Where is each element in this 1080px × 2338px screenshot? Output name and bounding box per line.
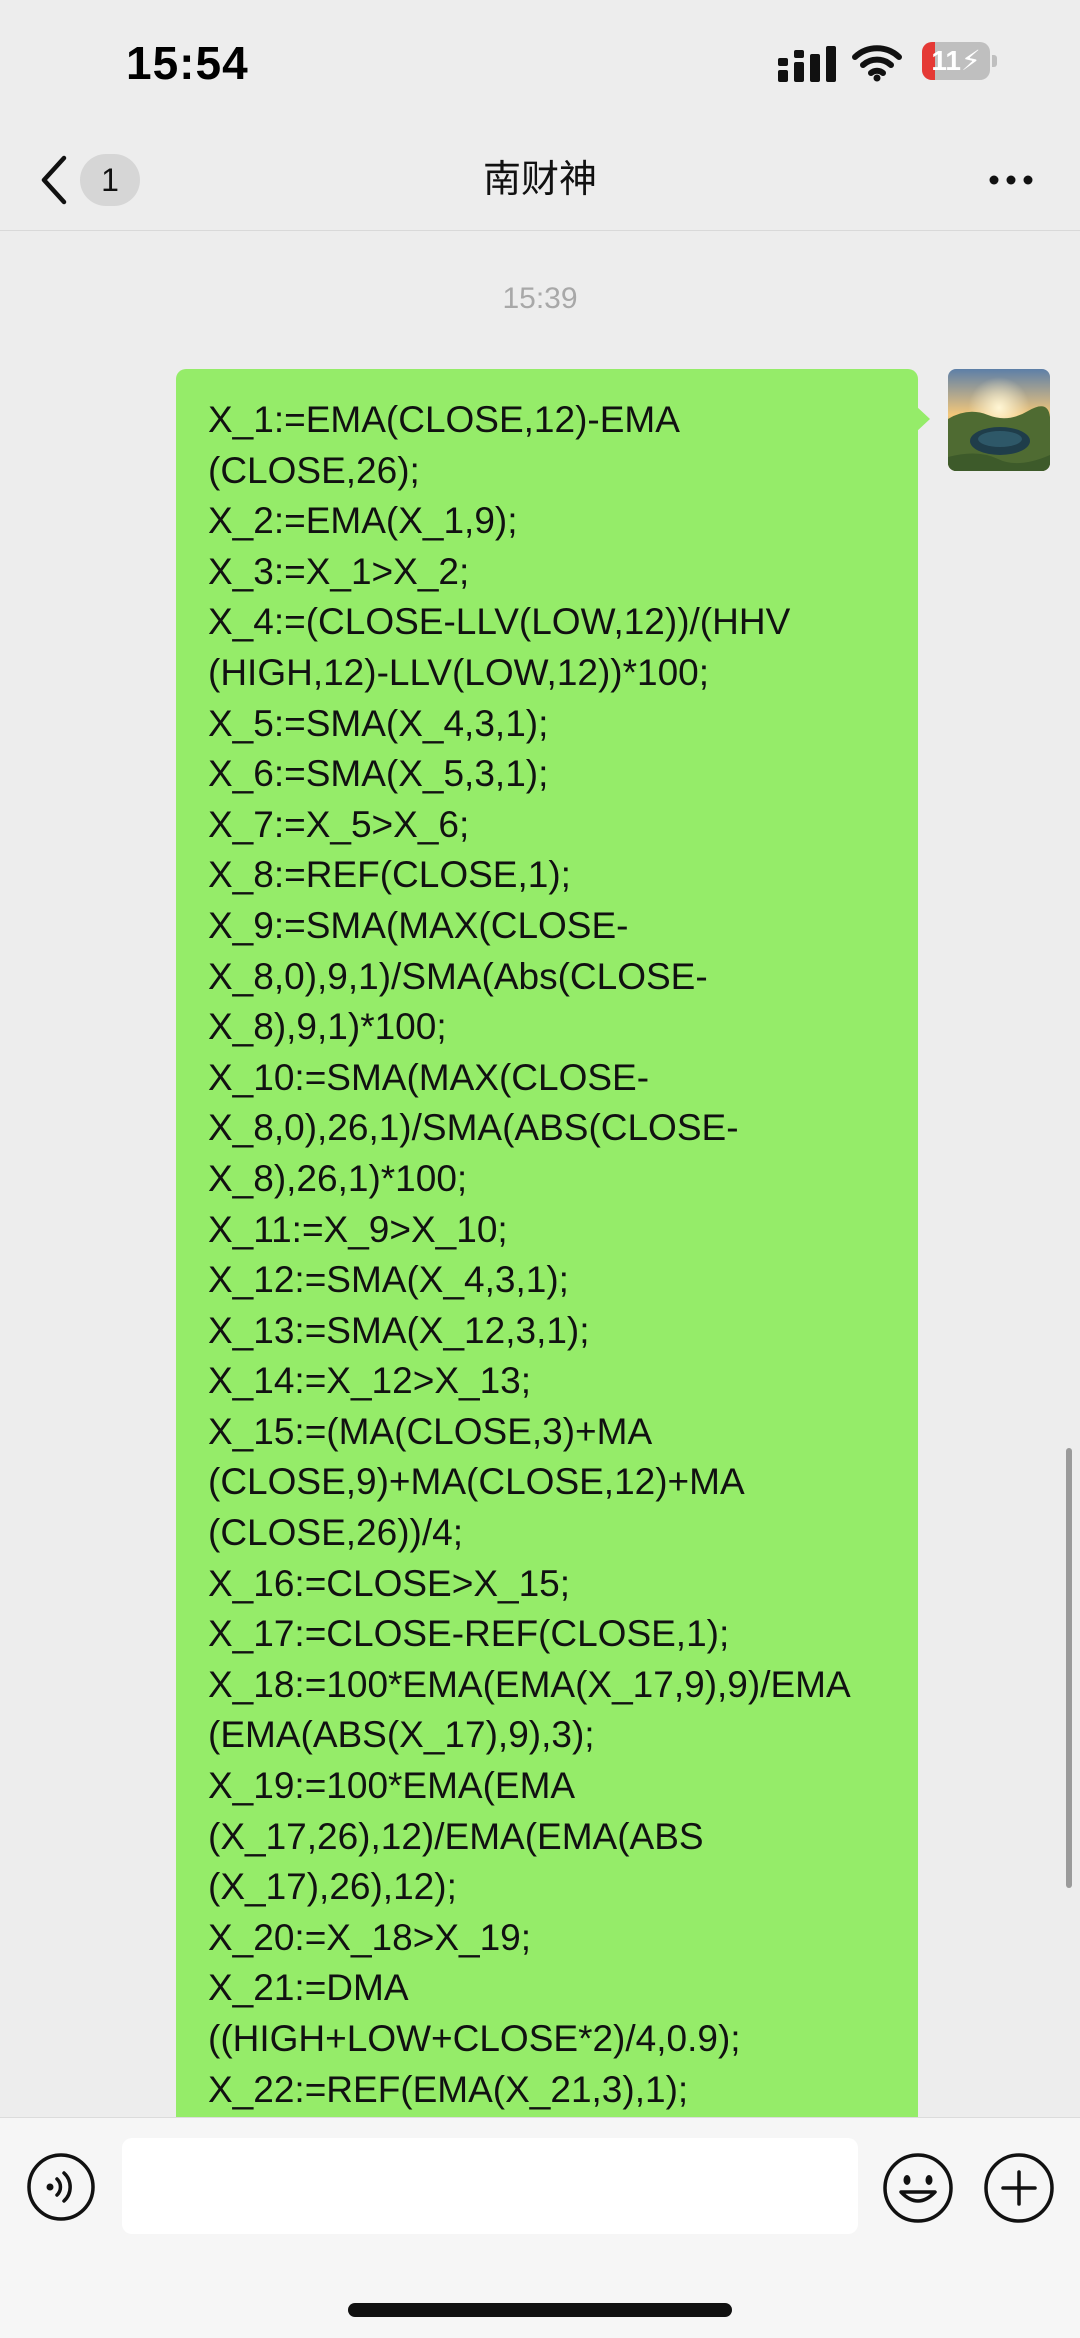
input-bar	[0, 2117, 1080, 2338]
code-line: X_8:=REF(CLOSE,1);	[208, 854, 571, 896]
wifi-icon	[852, 45, 902, 82]
battery-fill	[922, 42, 936, 80]
battery-level-text: 11	[931, 45, 961, 76]
back-button[interactable]	[34, 152, 74, 208]
status-time: 15:54	[126, 37, 249, 89]
battery-cap	[992, 55, 997, 67]
emoji-icon	[883, 2153, 953, 2223]
more-button[interactable]	[988, 160, 1034, 200]
code-line: X_1:=EMA(CLOSE,12)-EMA	[208, 399, 680, 440]
code-line: X_4:=(CLOSE-LLV(LOW,12))/(HHV	[208, 601, 791, 643]
code-line: (EMA(ABS(X_17),9),3);	[208, 1714, 595, 1756]
chat-title: 南财神	[482, 159, 597, 201]
code-line: X_18:=100*EMA(EMA(X_17,9),9)/EMA	[208, 1663, 851, 1705]
code-line: X_8,0),26,1)/SMA(ABS(CLOSE-	[208, 1107, 739, 1149]
plus-button[interactable]	[983, 2152, 1055, 2224]
code-line: X_22:=REF(EMA(X_21,3),1);	[208, 2068, 689, 2110]
code-line: (CLOSE,26);	[208, 449, 420, 491]
code-line: X_13:=SMA(X_12,3,1);	[208, 1309, 590, 1351]
charging-bolt-icon: ⚡	[960, 45, 981, 76]
code-line: X_14:=X_12>X_13;	[208, 1360, 532, 1402]
battery-icon: 11⚡	[922, 42, 998, 82]
code-line: X_8,0),9,1)/SMA(Abs(CLOSE-	[208, 955, 708, 997]
voice-icon	[27, 2153, 95, 2221]
code-line: X_8),26,1)*100;	[208, 1157, 468, 1199]
code-line: X_16:=CLOSE>X_15;	[208, 1562, 571, 1604]
message-timestamp: 15:39	[502, 282, 578, 315]
battery-level: 11⚡	[922, 42, 990, 80]
code-line: X_8),9,1)*100;	[208, 1006, 447, 1048]
code-line: X_19:=100*EMA(EMA	[208, 1765, 576, 1807]
voice-button[interactable]	[26, 2152, 96, 2222]
message-bubble[interactable]: X_1:=EMA(CLOSE,12)-EMA (CLOSE,26); X_2:=EM…	[176, 369, 918, 2119]
code-line: ((HIGH+LOW+CLOSE*2)/4,0.9);	[208, 2018, 741, 2059]
code-line: X_12:=SMA(X_4,3,1);	[208, 1259, 569, 1301]
code-line: X_2:=EMA(X_1,9);	[208, 500, 518, 542]
code-line: X_17:=CLOSE-REF(CLOSE,1);	[208, 1613, 730, 1655]
code-line: (CLOSE,26))/4;	[208, 1512, 463, 1554]
status-bar: 15:54 11⚡	[0, 0, 1080, 130]
code-line: (CLOSE,9)+MA(CLOSE,12)+MA	[208, 1461, 745, 1503]
chevron-left-icon	[41, 155, 67, 205]
code-line: X_11:=X_9>X_10;	[208, 1208, 508, 1250]
home-indicator	[348, 2303, 732, 2317]
avatar[interactable]	[948, 369, 1050, 471]
code-line: X_10:=SMA(MAX(CLOSE-	[208, 1056, 650, 1098]
chat-title-container: 南财神	[0, 130, 1080, 230]
code-line: X_3:=X_1>X_2;	[208, 550, 470, 592]
chat-header: 1 南财神	[0, 130, 1080, 231]
code-line: X_6:=SMA(X_5,3,1);	[208, 753, 549, 795]
code-line: X_5:=SMA(X_4,3,1);	[208, 702, 549, 744]
bubble-tail	[916, 406, 930, 432]
scrollbar[interactable]	[1066, 1448, 1072, 1888]
ellipsis-icon	[989, 175, 1033, 185]
message-input[interactable]	[122, 2138, 858, 2234]
code-line: (X_17,26),12)/EMA(EMA(ABS	[208, 1815, 704, 1857]
code-line: X_7:=X_5>X_6;	[208, 803, 470, 845]
signal-icon	[778, 46, 836, 82]
plus-circle-icon	[984, 2153, 1054, 2223]
code-line: X_20:=X_18>X_19;	[208, 1916, 532, 1958]
unread-badge[interactable]: 1	[80, 154, 140, 206]
emoji-button[interactable]	[882, 2152, 954, 2224]
code-line: (HIGH,12)-LLV(LOW,12))*100;	[208, 651, 710, 693]
code-line: X_21:=DMA	[208, 1967, 409, 2009]
code-line: X_9:=SMA(MAX(CLOSE-	[208, 904, 629, 946]
battery-body: 11⚡	[922, 42, 990, 80]
code-line: (X_17),26),12);	[208, 1866, 457, 1908]
code-line: X_15:=(MA(CLOSE,3)+MA	[208, 1410, 653, 1452]
